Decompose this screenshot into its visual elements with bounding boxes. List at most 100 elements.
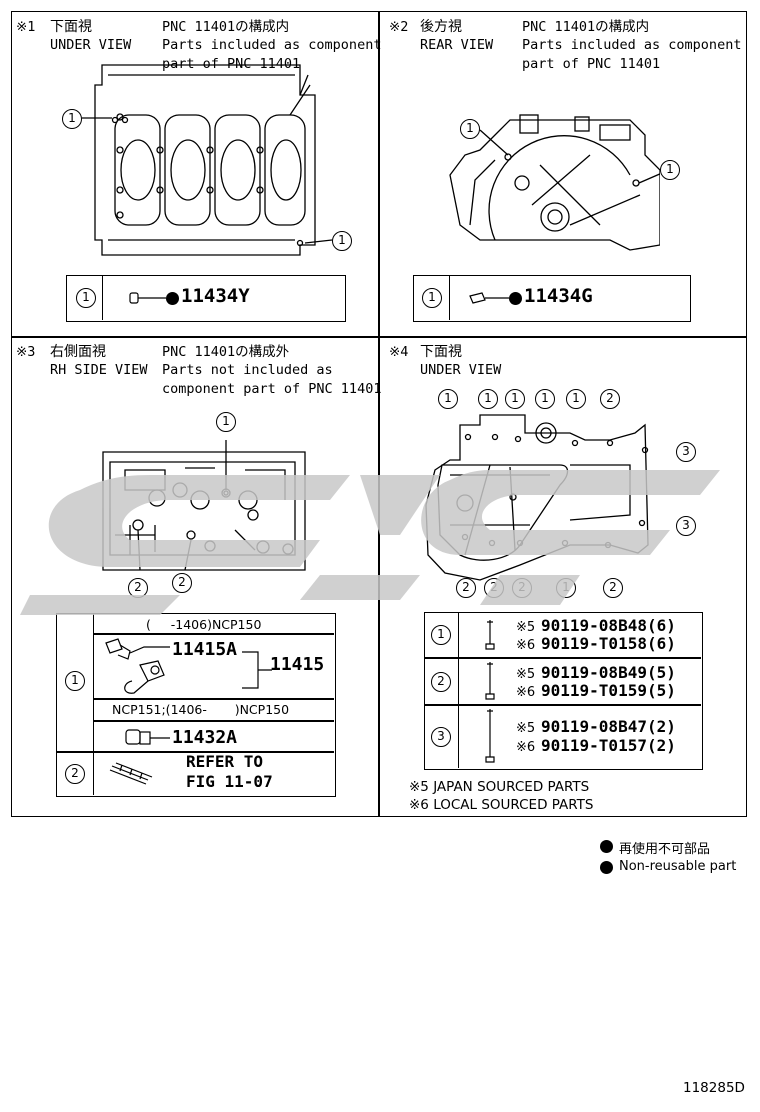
- row-number-cell: [414, 276, 450, 320]
- table-rule: [94, 720, 334, 722]
- table-rule: [425, 704, 701, 706]
- panel2-desc2: part of PNC 11401: [522, 56, 661, 72]
- panel3-desc2: component part of PNC 11401: [162, 381, 382, 397]
- part-number: 90119-08B47(2): [541, 717, 676, 736]
- panel1-title-jp: 下面視: [50, 19, 92, 35]
- callout-1: 1: [505, 389, 525, 409]
- watermark-logo: [20, 470, 720, 615]
- callout-3: 3: [676, 516, 696, 536]
- note-japan-sourced: ※5 JAPAN SOURCED PARTS: [409, 779, 590, 795]
- callout-2: 2: [456, 578, 476, 598]
- oil-pressure-switch-small-icon: [125, 729, 170, 745]
- panel1-pnc-line: PNC 11401の構成内: [162, 19, 290, 35]
- row-number: 3: [431, 727, 451, 747]
- non-reusable-dot-icon: [600, 861, 613, 874]
- panel1-title-en: UNDER VIEW: [50, 37, 132, 53]
- panel1-desc2: part of PNC 11401: [162, 56, 301, 72]
- non-reusable-dot-icon: [600, 840, 613, 853]
- panel3-parts-table: [56, 613, 336, 797]
- row-number: 2: [431, 672, 451, 692]
- refer-figure-link[interactable]: FIG 11-07: [186, 772, 273, 791]
- panel4-bolts-table: [424, 612, 703, 770]
- engine-block-under-view-drawing: [82, 64, 333, 256]
- callout-2: 2: [600, 389, 620, 409]
- panel4-title-en: UNDER VIEW: [420, 362, 502, 378]
- row-number-cell: [67, 276, 103, 320]
- panel4-mark: ※4: [389, 344, 409, 360]
- panel2-parts-table: [413, 275, 691, 322]
- part-number: 11434G: [524, 285, 593, 307]
- part-number: 11434Y: [181, 285, 250, 307]
- part-number: 90119-T0159(5): [541, 681, 676, 700]
- panel4-title-jp: 下面視: [420, 344, 462, 360]
- part-number: 90119-08B49(5): [541, 663, 676, 682]
- part-number: 90119-08B48(6): [541, 616, 676, 635]
- panel2-desc1: Parts included as component: [522, 37, 742, 53]
- panel3-title-en: RH SIDE VIEW: [50, 362, 148, 378]
- row-number: 1: [76, 288, 96, 308]
- table-rule: [94, 698, 334, 700]
- prefix-6: ※6: [516, 685, 536, 700]
- applicability-range: ( -1406)NCP150: [146, 617, 262, 632]
- prefix-5: ※5: [516, 721, 536, 736]
- part-number: 11415A: [172, 639, 238, 660]
- panel1-mark: ※1: [16, 19, 36, 35]
- row-number: 1: [65, 671, 85, 691]
- row-number: 1: [431, 625, 451, 645]
- panel3-mark: ※3: [16, 344, 36, 360]
- table-rule: [57, 751, 334, 753]
- callout-1: 1: [332, 231, 352, 251]
- bolt-icon: [485, 620, 495, 650]
- row-number: 1: [422, 288, 442, 308]
- panel-divider-vertical: [378, 11, 380, 817]
- part-group-bracket: [242, 651, 272, 689]
- figure-id: 118285D: [683, 1080, 745, 1096]
- panel3-title-jp: 右側面視: [50, 344, 106, 360]
- callout-1: 1: [460, 119, 480, 139]
- prefix-5: ※5: [516, 667, 536, 682]
- callout-1: 1: [438, 389, 458, 409]
- table-rule: [94, 633, 334, 635]
- callout-2: 2: [172, 573, 192, 593]
- non-reusable-dot-icon: [509, 292, 522, 305]
- non-reusable-dot-icon: [166, 292, 179, 305]
- legend-en: Non-reusable part: [619, 859, 737, 874]
- part-number: 90119-T0158(6): [541, 634, 676, 653]
- note-local-sourced: ※6 LOCAL SOURCED PARTS: [409, 797, 594, 813]
- callout-1: 1: [62, 109, 82, 129]
- applicability-range: NCP151;(1406- )NCP150: [112, 702, 290, 717]
- panel1-parts-table: [66, 275, 346, 322]
- callout-1: 1: [216, 412, 236, 432]
- callout-1: 1: [566, 389, 586, 409]
- part-number: 11432A: [172, 727, 238, 748]
- refer-to-label: REFER TO: [186, 752, 264, 771]
- part-number: 90119-T0157(2): [541, 736, 676, 755]
- legend-jp: 再使用不可部品: [619, 842, 711, 857]
- panel2-mark: ※2: [389, 19, 409, 35]
- panel-divider-horizontal: [11, 336, 747, 338]
- panel2-title-jp: 後方視: [420, 19, 462, 35]
- prefix-6: ※6: [516, 638, 536, 653]
- dowel-pin-icon: [469, 292, 509, 304]
- bolt-icon: [485, 662, 495, 700]
- callout-3: 3: [676, 442, 696, 462]
- prefix-5: ※5: [516, 620, 536, 635]
- panel2-pnc-line: PNC 11401の構成内: [522, 19, 650, 35]
- oil-pressure-switch-icon: [105, 638, 170, 694]
- bolt-icon: [485, 709, 495, 763]
- row-number-column: [57, 614, 94, 795]
- callout-1: 1: [535, 389, 555, 409]
- prefix-6: ※6: [516, 740, 536, 755]
- table-rule: [425, 657, 701, 659]
- callout-2: 2: [603, 578, 623, 598]
- callout-1: 1: [478, 389, 498, 409]
- plug-icon: [129, 292, 166, 304]
- panel1-desc1: Parts included as component: [162, 37, 382, 53]
- callout-1: 1: [660, 160, 680, 180]
- part-group-number: 11415: [270, 654, 325, 675]
- stud-bolt-icon: [109, 762, 153, 785]
- panel3-desc1: Parts not included as: [162, 362, 333, 378]
- panel3-pnc-line: PNC 11401の構成外: [162, 344, 290, 360]
- engine-block-rear-view-drawing: [449, 114, 660, 251]
- panel2-title-en: REAR VIEW: [420, 37, 494, 53]
